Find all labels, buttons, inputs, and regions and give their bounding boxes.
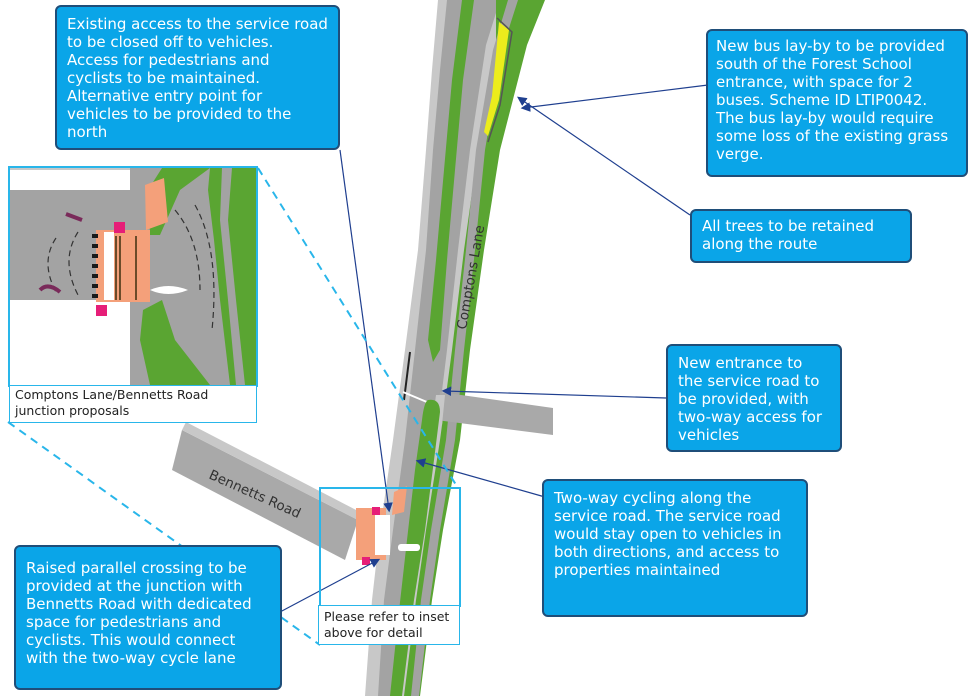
callout-two-way-cycling: Two-way cycling along the service road. … [542, 479, 808, 617]
callout-raised-crossing: Raised parallel crossing to be provided … [14, 545, 282, 690]
junction-inset [8, 166, 258, 387]
leader-lines [279, 84, 709, 613]
callout-trees-retained: All trees to be retained along the route [690, 209, 912, 263]
inset-connectors [7, 167, 459, 646]
detail-caption: Please refer to inset above for detail [318, 605, 460, 645]
bus-layby [484, 17, 513, 143]
callout-bus-layby: New bus lay-by to be provided south of t… [706, 29, 968, 177]
bennetts-road [172, 422, 360, 560]
bennetts-junction-crossing [356, 486, 420, 565]
inset-caption: Comptons Lane/Bennetts Road junction pro… [9, 385, 257, 423]
grass-verge-north [428, 0, 474, 362]
callout-new-entrance: New entrance to the service road to be p… [666, 344, 842, 452]
callout-access-closed: Existing access to the service road to b… [55, 5, 340, 150]
